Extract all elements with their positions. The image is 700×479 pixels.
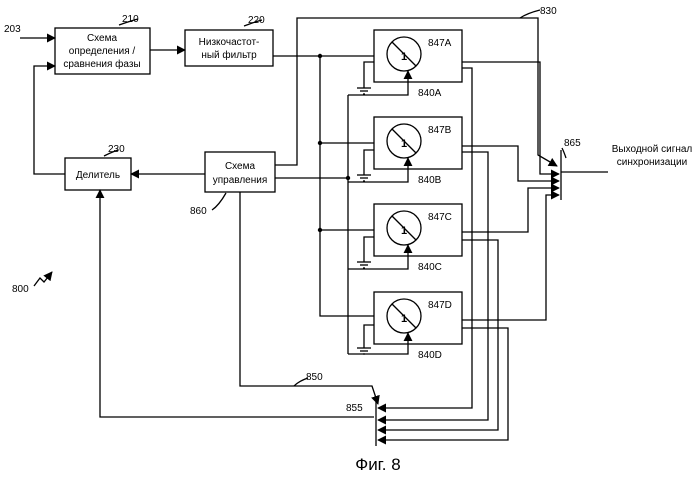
ground-wire-a: [364, 62, 374, 88]
ref-840b: 840B: [418, 175, 442, 186]
ref-847d: 847D: [428, 300, 452, 311]
phase-detector-label-3: сравнения фазы: [63, 58, 140, 70]
d-to-output: [462, 195, 559, 320]
ground-wire-d: [364, 325, 374, 348]
control-circuit-block: Схема управления: [205, 152, 275, 192]
ref-830: 830: [540, 6, 557, 17]
figure-caption: Фиг. 8: [355, 455, 400, 474]
output-label-2: синхронизации: [617, 157, 687, 168]
a-to-output: [462, 62, 559, 174]
junction: [346, 176, 350, 180]
lpf-label-1: Низкочастот-: [199, 37, 260, 48]
junction: [318, 228, 322, 232]
ground-wire-b: [364, 150, 374, 175]
ground-wire-c: [364, 237, 374, 262]
oscillator-cell-d: 1 847D 840D: [348, 292, 462, 361]
phase-detector-label-1: Схема: [87, 33, 118, 44]
divider-to-phase-arrow: [34, 66, 65, 174]
ref-203: 203: [4, 24, 21, 35]
junction: [318, 141, 322, 145]
control-label-1: Схема: [225, 161, 256, 172]
ref-847a: 847A: [428, 38, 452, 49]
ref-220: 220: [248, 15, 265, 26]
svg-text:1: 1: [401, 313, 407, 325]
ref-840c: 840C: [418, 262, 442, 273]
control-label-2: управления: [213, 175, 268, 186]
leader-860: [212, 193, 226, 210]
lpf-label-2: ный фильтр: [201, 49, 257, 61]
c-to-output: [462, 188, 559, 232]
svg-text:1: 1: [401, 51, 407, 63]
svg-text:1: 1: [401, 138, 407, 150]
oscillator-cell-c: 1 847C 840C: [348, 204, 462, 273]
phase-detector-label-2: определения /: [69, 46, 136, 57]
svg-text:1: 1: [401, 225, 407, 237]
ref-855: 855: [346, 403, 363, 414]
leader-865: [562, 148, 566, 158]
low-pass-filter-block: Низкочастот- ный фильтр: [185, 30, 273, 66]
junction: [318, 54, 322, 58]
ref-800: 800: [12, 284, 29, 295]
ref-860: 860: [190, 206, 207, 217]
ref-865: 865: [564, 138, 581, 149]
ref-847c: 847C: [428, 212, 452, 223]
ref-850: 850: [306, 372, 323, 383]
enable-bus: [275, 178, 348, 354]
divider-label: Делитель: [76, 170, 120, 181]
oscillator-cell-b: 1 847B 840B: [348, 117, 462, 186]
b-to-output: [462, 146, 559, 181]
ref-840d: 840D: [418, 350, 442, 361]
output-label-1: Выходной сигнал: [612, 144, 693, 155]
mux-to-divider-arrow: [100, 190, 374, 417]
leader-830: [520, 10, 540, 18]
divider-block: Делитель: [65, 158, 131, 190]
oscillator-cell-a: 1 847A 840A: [348, 30, 462, 99]
leader-800: [34, 272, 52, 286]
ref-840a: 840A: [418, 88, 442, 99]
ref-847b: 847B: [428, 125, 452, 136]
phase-detector-block: Схема определения / сравнения фазы: [55, 28, 150, 74]
